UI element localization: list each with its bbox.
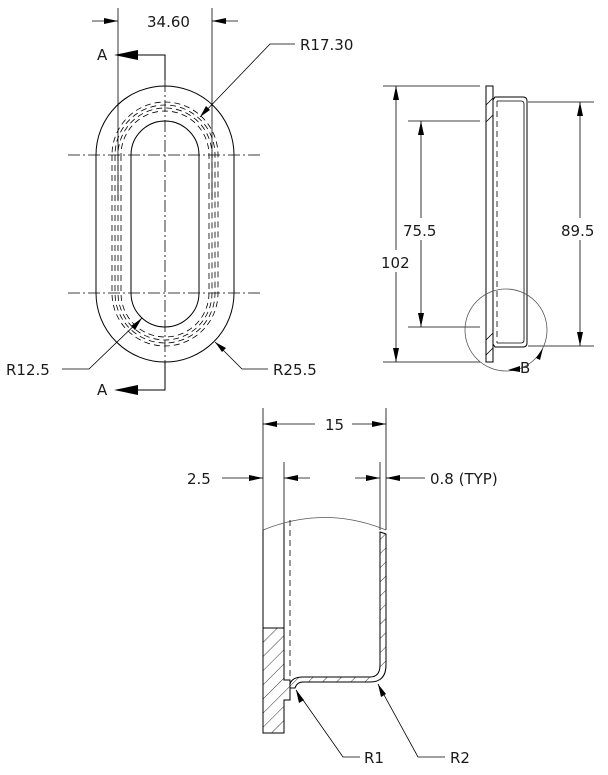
detail-label-b: B: [520, 359, 530, 377]
detail-circle-b: [464, 288, 548, 372]
leader-r12: [62, 317, 143, 370]
detail-view: 15 2.5 0.8 (TYP) R1 R2: [187, 408, 498, 767]
inner-height-dim: 75.5: [403, 222, 436, 240]
flange-thickness-dim: 2.5: [187, 470, 211, 488]
leader-arrow-r12: [131, 318, 142, 330]
width-dimension: 34.60: [147, 13, 190, 31]
bend-radius-1: R1: [364, 749, 384, 767]
arrow-102-bottom: [393, 348, 399, 362]
cup-wall-section: [289, 531, 387, 689]
flange-section-hatch: [262, 627, 291, 734]
front-view: A A 34.60 R17.30 R12.5 R25.5: [6, 8, 353, 399]
leader-r2: [377, 683, 445, 758]
leader-r17: [199, 43, 295, 118]
arrow-2.5-right: [284, 475, 298, 481]
hatch-mark: [485, 114, 494, 123]
section-line-bottom: [118, 362, 166, 391]
arrow-15-right: [372, 421, 386, 427]
leader-arrow-r1: [296, 690, 304, 703]
cup-outer: [492, 96, 528, 348]
arrow-15-left: [263, 421, 277, 427]
dim-label-bg: [383, 250, 413, 272]
overall-height-dim: 102: [381, 254, 410, 272]
detail-arrow-1: [508, 366, 520, 372]
section-label-bottom: A: [97, 381, 108, 399]
arrow-102-top: [393, 86, 399, 100]
arrow-75-bottom: [418, 313, 424, 327]
break-line: [262, 517, 387, 531]
bend-radius-2: R2: [450, 749, 470, 767]
leader-arrow-r17: [200, 106, 210, 117]
radius-outer-label: R25.5: [273, 361, 317, 379]
hatch-mark: [485, 97, 494, 106]
detail-arrow-2: [536, 348, 543, 360]
flange-plate: [485, 85, 494, 363]
depth-dim: 15: [325, 416, 344, 434]
arrow-75-top: [418, 121, 424, 135]
section-label-top: A: [97, 46, 108, 64]
radius-inner-label: R12.5: [6, 361, 50, 379]
cup-height-dim: 89.5: [561, 222, 594, 240]
dim-label-bg: [404, 218, 440, 240]
dim-label-bg: [560, 218, 604, 240]
dim-arrow-right: [212, 18, 226, 24]
leader-r1: [295, 689, 360, 758]
arrow-2.5-left: [249, 475, 263, 481]
leader-arrow-r25: [215, 342, 226, 352]
dim-arrow-left: [104, 18, 118, 24]
radius-mid-label: R17.30: [300, 36, 353, 54]
arrow-0.8-left: [366, 475, 380, 481]
section-line-top: [118, 54, 166, 80]
arrow-0.8-right: [386, 475, 400, 481]
leader-arrow-r2: [378, 684, 386, 697]
leader-r25: [214, 341, 268, 370]
cup-inner: [497, 100, 525, 344]
hatch-mark: [485, 347, 494, 356]
wall-thickness-dim: 0.8 (TYP): [430, 470, 498, 488]
arrow-89-bottom: [577, 332, 583, 346]
side-view: 102 75.5 89.5 B: [381, 85, 604, 377]
arrow-89-top: [577, 102, 583, 116]
section-arrow-bottom: [114, 385, 138, 395]
hatch-mark: [485, 332, 494, 341]
section-arrow-top: [114, 50, 138, 60]
